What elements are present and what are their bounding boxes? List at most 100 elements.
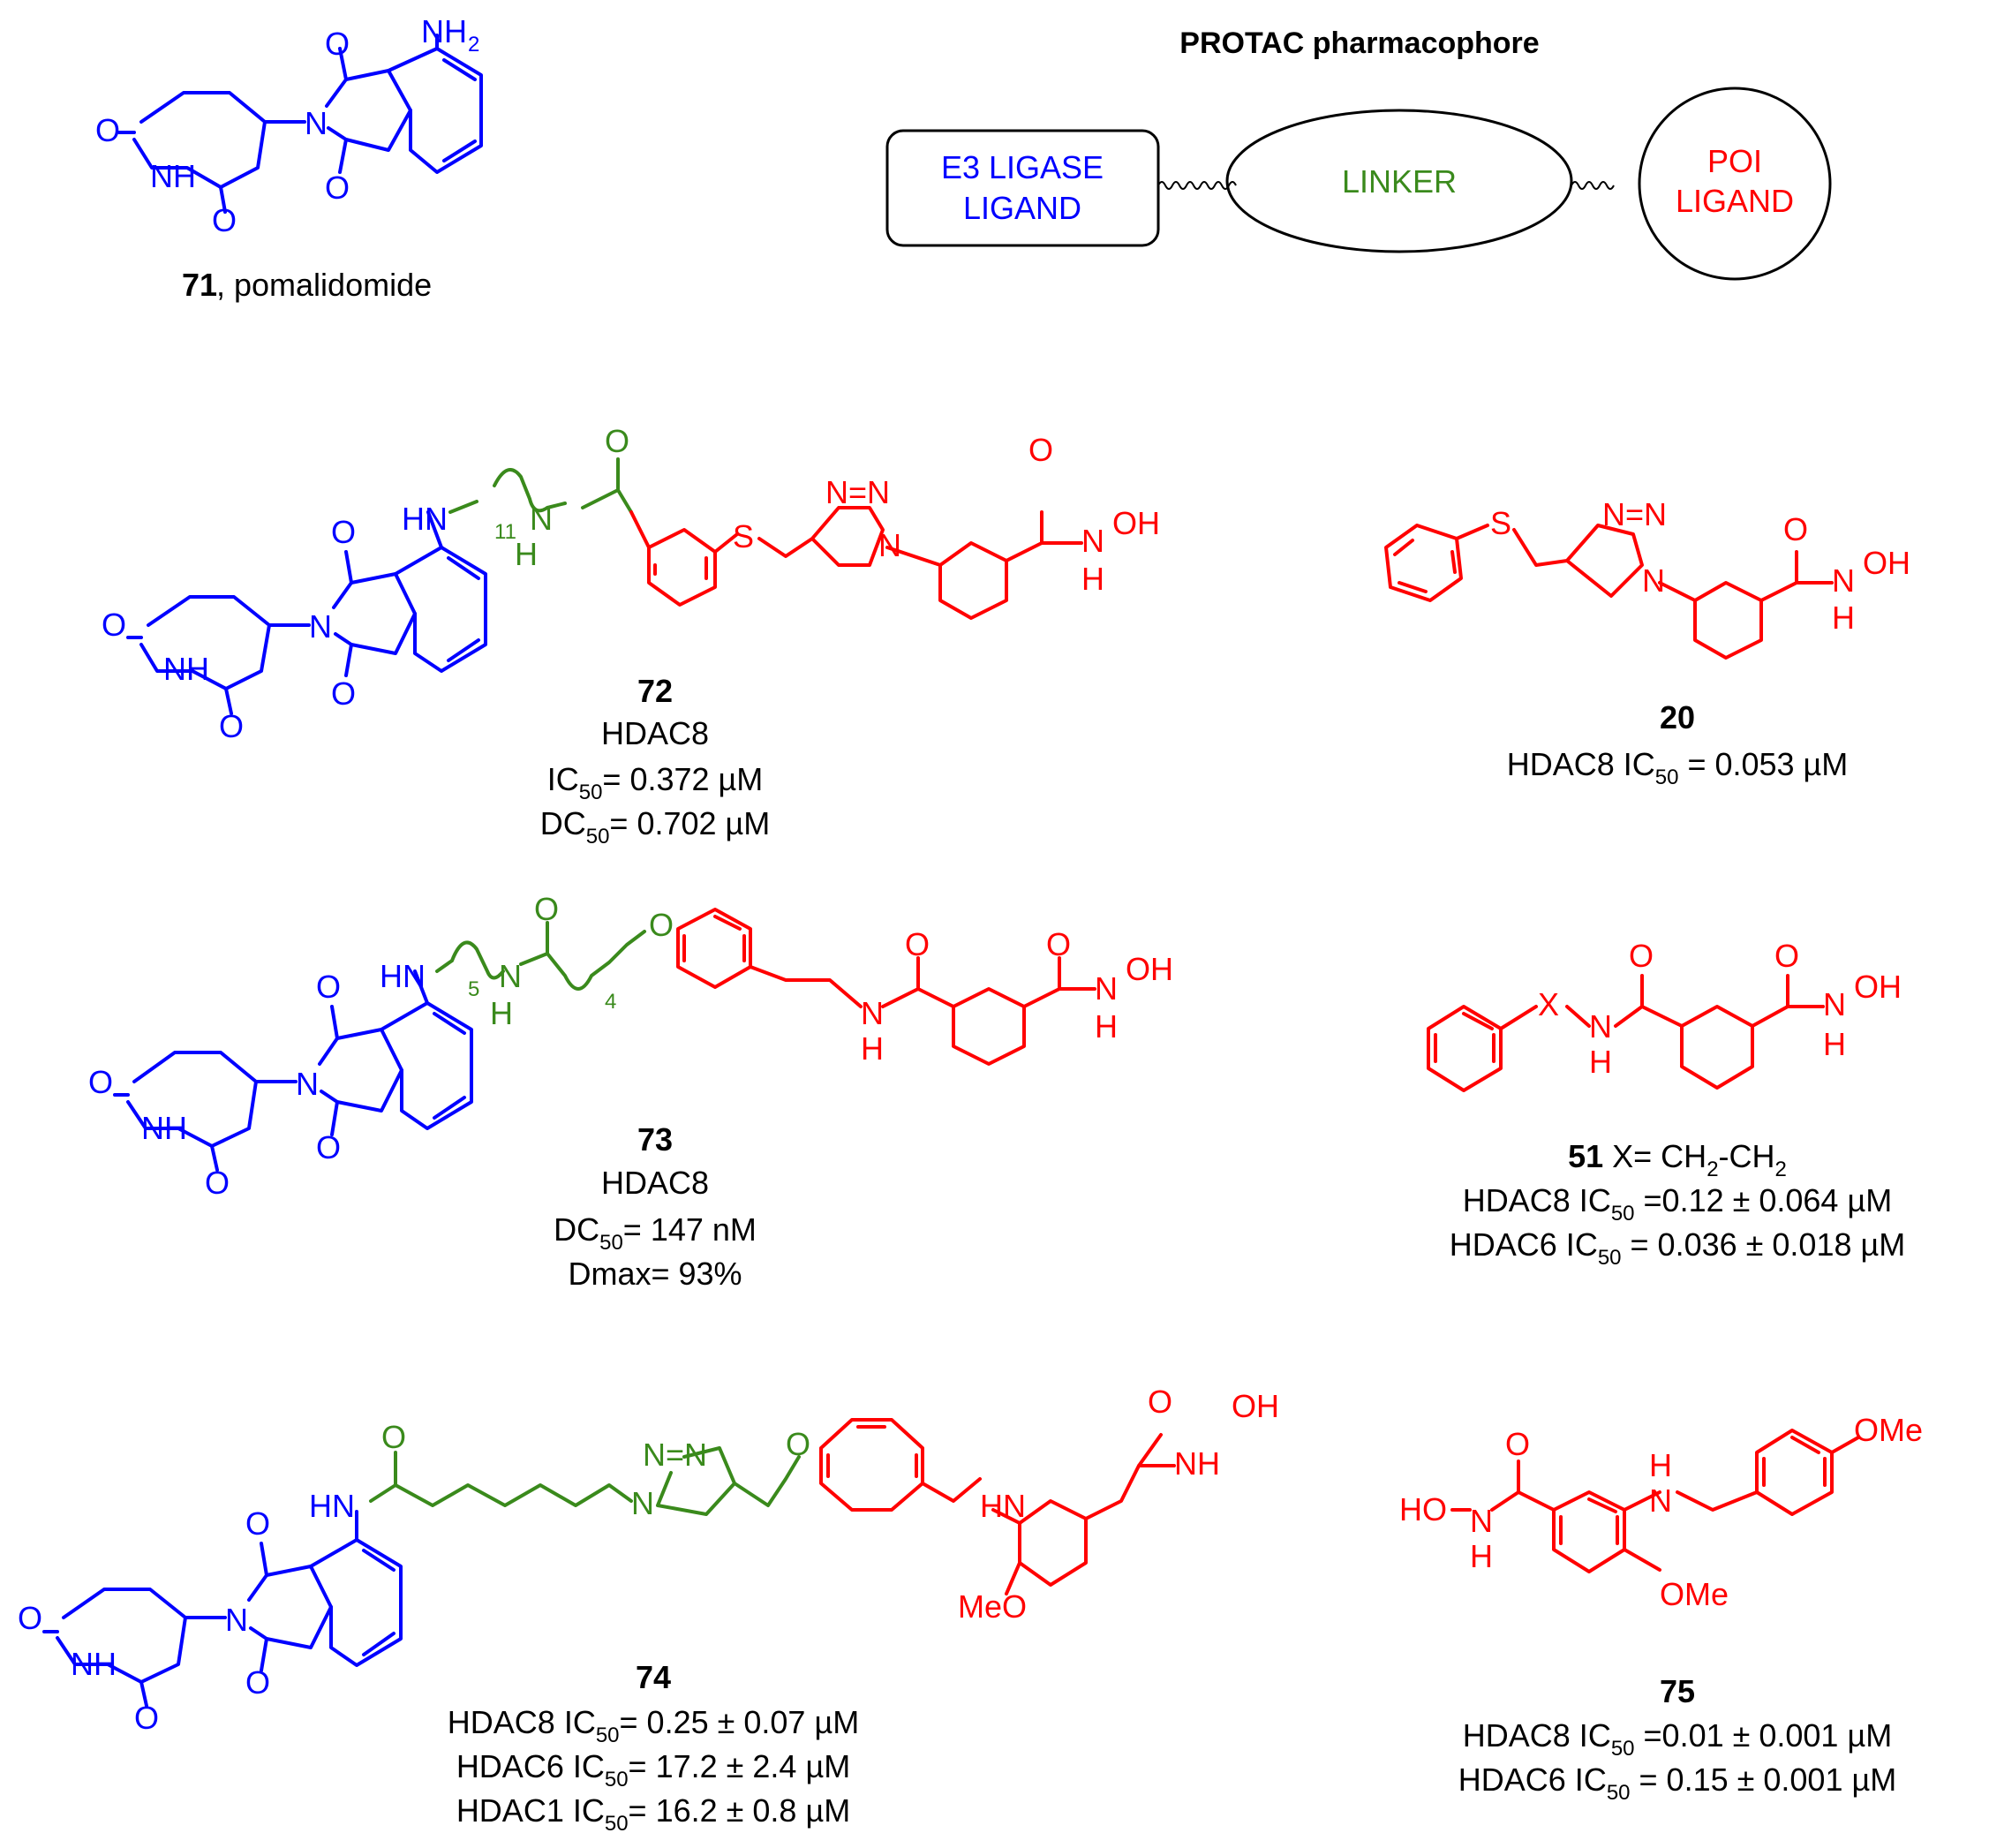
label-72-target: HDAC8 <box>601 715 709 751</box>
svg-text:N=N: N=N <box>1602 496 1667 532</box>
svg-text:N: N <box>1649 1482 1672 1519</box>
label-72-ic50: IC50= 0.372 µM <box>547 761 764 804</box>
svg-text:N: N <box>1095 970 1118 1007</box>
linker-label: LINKER <box>1342 163 1457 200</box>
svg-text:O: O <box>331 514 356 550</box>
svg-text:O: O <box>534 891 559 927</box>
label-72-dc50: DC50= 0.702 µM <box>540 805 771 849</box>
label-73-number: 73 <box>637 1121 673 1158</box>
svg-text:H: H <box>1470 1538 1493 1574</box>
label-75-hdac6: HDAC6 IC50 = 0.15 ± 0.001 µM <box>1458 1761 1896 1805</box>
structure-72-poi-part <box>629 506 1083 620</box>
svg-text:N: N <box>861 995 884 1031</box>
structure-73-e3-part <box>113 969 473 1172</box>
wavy-bond-left <box>1157 181 1237 190</box>
svg-text:2: 2 <box>468 33 479 57</box>
svg-text:X: X <box>1538 986 1559 1022</box>
svg-text:NH: NH <box>141 1110 187 1146</box>
poi-ligand-label-1: POI <box>1707 143 1762 179</box>
svg-text:NH: NH <box>71 1646 117 1682</box>
svg-text:H: H <box>1649 1447 1672 1483</box>
structure-74-e3-part <box>42 1510 403 1708</box>
structure-73-linker <box>435 921 646 991</box>
svg-text:O: O <box>316 1129 341 1165</box>
svg-text:N: N <box>1081 523 1104 559</box>
label-72-number: 72 <box>637 673 673 709</box>
svg-text:O: O <box>1046 926 1071 962</box>
structure-72-labels: O NH O N O O HN 11 N H O S N=N N O N OH … <box>102 423 1160 744</box>
svg-text:NH: NH <box>150 158 196 194</box>
svg-text:HO: HO <box>1399 1491 1447 1527</box>
pharmacophore-title: PROTAC pharmacophore <box>1179 26 1539 60</box>
structure-71-labels: O NH O N O O NH 2 <box>95 13 479 238</box>
svg-text:N: N <box>878 527 901 563</box>
label-73-target: HDAC8 <box>601 1165 709 1201</box>
svg-text:O: O <box>1783 511 1808 547</box>
svg-text:OH: OH <box>1232 1388 1279 1424</box>
svg-text:O: O <box>1774 938 1799 974</box>
svg-text:O: O <box>325 170 350 206</box>
svg-text:H: H <box>1095 1008 1118 1045</box>
svg-text:OH: OH <box>1854 969 1902 1005</box>
svg-text:N: N <box>499 958 522 994</box>
svg-text:O: O <box>205 1165 230 1201</box>
structure-75-labels: HO N H O H N OMe OMe <box>1399 1412 1923 1612</box>
label-71-name: , pomalidomide <box>216 267 432 303</box>
label-20-ic50: HDAC8 IC50 = 0.053 µM <box>1507 746 1849 789</box>
svg-text:O: O <box>212 202 237 238</box>
svg-text:H: H <box>490 995 513 1031</box>
svg-text:O: O <box>134 1700 159 1736</box>
svg-text:O: O <box>1148 1384 1172 1420</box>
svg-text:N: N <box>530 501 553 537</box>
svg-text:NH: NH <box>1174 1445 1220 1482</box>
label-75-hdac8: HDAC8 IC50 =0.01 ± 0.001 µM <box>1463 1717 1892 1761</box>
svg-text:O: O <box>1505 1426 1530 1462</box>
svg-text:N=N: N=N <box>643 1437 707 1473</box>
svg-text:O: O <box>325 26 350 62</box>
structure-51-labels: X N H O O N OH H <box>1538 938 1902 1080</box>
svg-text:N: N <box>1832 562 1855 599</box>
structure-20-labels: S N=N N O N OH H <box>1490 496 1910 636</box>
svg-text:11: 11 <box>494 520 516 544</box>
label-74-number: 74 <box>636 1659 671 1695</box>
svg-text:O: O <box>95 112 120 148</box>
svg-text:N: N <box>305 105 328 141</box>
label-20-number: 20 <box>1660 699 1695 735</box>
svg-text:N: N <box>1823 986 1846 1022</box>
svg-text:NH: NH <box>163 651 209 687</box>
svg-text:O: O <box>331 675 356 712</box>
structure-72-linker <box>448 457 633 514</box>
structure-73-labels: O NH O N O O HN 5 N H O 4 O N H O O N OH… <box>88 891 1173 1201</box>
svg-text:N: N <box>225 1602 248 1638</box>
structure-74-linker <box>369 1446 801 1516</box>
structure-74-poi-part <box>819 1418 1176 1595</box>
structure-20 <box>1384 524 1834 660</box>
structure-71-pomalidomide <box>117 34 483 214</box>
svg-text:OH: OH <box>1126 951 1173 987</box>
svg-text:O: O <box>18 1600 42 1636</box>
svg-text:S: S <box>733 518 754 554</box>
label-51-hdac8: HDAC8 IC50 =0.12 ± 0.064 µM <box>1463 1182 1892 1226</box>
svg-text:O: O <box>102 607 126 643</box>
svg-text:O: O <box>1028 432 1053 468</box>
svg-text:H: H <box>1832 600 1855 636</box>
svg-text:H: H <box>1823 1026 1846 1062</box>
label-75-number: 75 <box>1660 1673 1695 1709</box>
svg-text:O: O <box>905 926 930 962</box>
structure-74-labels: O NH O N O O HN O N N=N O HN O NH OH MeO <box>18 1384 1279 1736</box>
svg-text:N: N <box>1470 1503 1493 1539</box>
e3-ligand-box <box>885 129 1160 247</box>
e3-ligand-label-1: E3 LIGASE <box>941 149 1104 185</box>
svg-text:O: O <box>381 1419 406 1455</box>
svg-text:N: N <box>309 608 332 645</box>
svg-text:4: 4 <box>605 990 616 1014</box>
svg-text:HN: HN <box>402 501 448 537</box>
svg-text:H: H <box>1589 1044 1612 1080</box>
svg-text:OMe: OMe <box>1660 1576 1729 1612</box>
structure-72-e3-part <box>126 510 487 715</box>
svg-text:N: N <box>1589 1008 1612 1045</box>
svg-text:OMe: OMe <box>1854 1412 1923 1448</box>
label-51-hdac6: HDAC6 IC50 = 0.036 ± 0.018 µM <box>1450 1226 1905 1270</box>
label-73-dc50: DC50= 147 nM <box>554 1211 757 1255</box>
svg-text:OH: OH <box>1863 545 1910 581</box>
